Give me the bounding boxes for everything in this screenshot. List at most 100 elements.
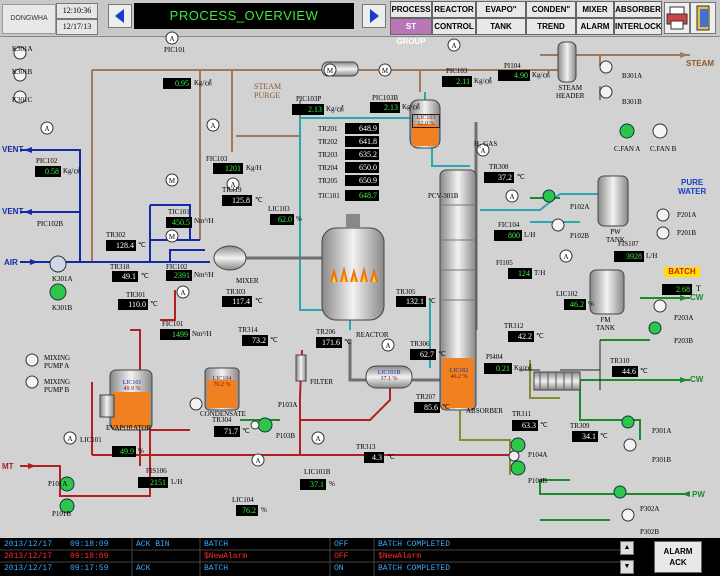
lic103-value[interactable]: 62.0 (270, 214, 294, 225)
fic102-value[interactable]: 2391 (166, 270, 192, 281)
tag-pi404: PI404 (486, 353, 503, 361)
pi104-value[interactable]: 4.90 (498, 70, 530, 81)
alarm-time: 09:18:09 (70, 552, 109, 561)
tr312-value[interactable]: 42.2 (508, 331, 534, 342)
tr205-value[interactable]: 650.9 (345, 175, 379, 186)
fis106-value[interactable]: 2151 (138, 477, 168, 488)
exit-button[interactable] (690, 2, 716, 34)
tr204-value[interactable]: 650.0 (345, 162, 379, 173)
pic103p-unit: Kg/㎠ (326, 105, 344, 113)
svg-text:A: A (230, 181, 235, 189)
nav-control[interactable]: CONTROL (432, 18, 476, 35)
tr311-unit: ℃ (540, 421, 548, 429)
tic101-flow-value[interactable]: 450.5 (166, 217, 192, 228)
tr308-value[interactable]: 37.2 (484, 172, 514, 183)
tr302-value[interactable]: 128.4 (106, 240, 136, 251)
tr313-value[interactable]: 4.3 (364, 452, 384, 463)
tr206-value[interactable]: 171.6 (316, 337, 342, 348)
nav-st-group[interactable]: ST GROUP (390, 18, 432, 46)
label-vent-1: VENT (2, 145, 24, 154)
lic104-unit: % (261, 506, 267, 514)
tag-lic102: LIC102 (556, 290, 578, 298)
tr305-value[interactable]: 132.1 (396, 296, 426, 307)
tic101-flow-unit: Nm³/H (194, 217, 214, 225)
tr318-unit: ℃ (141, 272, 149, 280)
tr206-unit: ℃ (344, 338, 352, 346)
alarm-scroll-down-button[interactable]: ▼ (620, 560, 634, 574)
lic102-value[interactable]: 46.2 (564, 299, 586, 310)
alarm-time: 09:17:59 (70, 564, 109, 573)
nav-evapo[interactable]: EVAPO" (476, 1, 526, 18)
alarm-row[interactable]: 2013/12/17 09:18:09 $NewAlarm OFF $NewAl… (0, 551, 650, 562)
tag-lic104: LIC104 (232, 496, 254, 504)
tag-tr206: TR206 (316, 328, 336, 336)
nav-tank[interactable]: TANK (476, 18, 526, 35)
lic104-value[interactable]: 76.2 (236, 505, 258, 516)
tr301-value[interactable]: 110.0 (118, 299, 148, 310)
pi404-unit: Kg/㎠ (514, 364, 532, 372)
lic101-value[interactable]: 49.9 (112, 446, 136, 457)
svg-text:A: A (169, 35, 174, 43)
pi104-unit: Kg/㎠ (532, 71, 550, 79)
nav-process[interactable]: PROCESS (390, 1, 432, 18)
label-h2-gas: H₂ GAS (474, 140, 498, 148)
tag-pic103: PIC103 (446, 67, 468, 75)
tr319-value[interactable]: 125.8 (222, 195, 252, 206)
fic101-unit: Nm³/H (192, 330, 212, 338)
nav-mixer[interactable]: MIXER (576, 1, 614, 18)
fic103-value[interactable]: 1201 (213, 163, 243, 174)
tr303-value[interactable]: 117.4 (222, 296, 252, 307)
batch-value[interactable]: 2.68 (662, 284, 692, 295)
pic101-unit: Kg/㎠ (194, 79, 212, 87)
fi105-value[interactable]: 124 (508, 268, 532, 279)
tag-tr318: TR318 (110, 263, 130, 271)
alarm-row[interactable]: 2013/12/17 09:17:59 ACK BATCH ON BATCH C… (0, 563, 650, 574)
tag-k301b: K301B (12, 68, 33, 76)
pic102-value[interactable]: 0.58 (35, 166, 61, 177)
tag-pcv301b: PCV-301B (428, 192, 459, 200)
tag-k301c: K301C (12, 96, 33, 104)
pic103-value[interactable]: 2.11 (442, 76, 472, 87)
pi404-value[interactable]: 0.21 (484, 363, 512, 374)
tag-pic103b: PIC103B (372, 94, 399, 102)
tr314-value[interactable]: 73.2 (242, 335, 268, 346)
tr310-value[interactable]: 44.6 (612, 366, 638, 377)
tr201-value[interactable]: 648.9 (345, 123, 379, 134)
tr309-value[interactable]: 34.1 (572, 431, 598, 442)
nav-conden[interactable]: CONDEN" (526, 1, 576, 18)
nav-reactor[interactable]: REACTOR (432, 1, 476, 18)
tag-tr304: TR304 (212, 416, 232, 424)
fis107-value[interactable]: 3928 (614, 251, 644, 262)
alarm-row[interactable]: 2013/12/17 09:18:09 ACK BIN BATCH OFF BA… (0, 539, 650, 550)
nav-alarm[interactable]: ALARM (576, 18, 614, 35)
label-pw: PW (692, 490, 705, 499)
nav-trend[interactable]: TREND (526, 18, 576, 35)
fic101-value[interactable]: 1499 (160, 329, 190, 340)
tr203-value[interactable]: 635.2 (345, 149, 379, 160)
clock-time: 12:10:36 (56, 3, 98, 19)
tr207-value[interactable]: 85.6 (414, 402, 440, 413)
lic101b-value[interactable]: 37.1 (300, 479, 326, 490)
pic103b-value[interactable]: 2.13 (370, 102, 400, 113)
tr304-unit: ℃ (242, 427, 250, 435)
tr202-value[interactable]: 641.8 (345, 136, 379, 147)
nav-interlock[interactable]: INTERLOCK (614, 18, 662, 35)
tag-tr203: TR203 (318, 151, 338, 159)
pic101-value[interactable]: 0.95 (163, 78, 191, 89)
tr304-value[interactable]: 71.7 (214, 426, 240, 437)
pic103p-value[interactable]: 2.13 (292, 104, 324, 115)
nav-absorber[interactable]: ABSORBER (614, 1, 662, 18)
tr306-value[interactable]: 62.7 (410, 349, 436, 360)
alarm-scroll-up-button[interactable]: ▲ (620, 541, 634, 555)
fic104-value[interactable]: 800 (494, 230, 522, 241)
tr318-value[interactable]: 49.1 (112, 271, 138, 282)
svg-text:A: A (480, 147, 485, 155)
tic101-value[interactable]: 648.7 (345, 190, 379, 201)
next-screen-button[interactable] (362, 4, 386, 28)
tag-evaporator: EVAPORATOR (106, 424, 152, 432)
svg-text:A: A (385, 342, 390, 350)
prev-screen-button[interactable] (108, 4, 132, 28)
print-button[interactable] (664, 2, 690, 34)
tr311-value[interactable]: 63.3 (512, 420, 538, 431)
